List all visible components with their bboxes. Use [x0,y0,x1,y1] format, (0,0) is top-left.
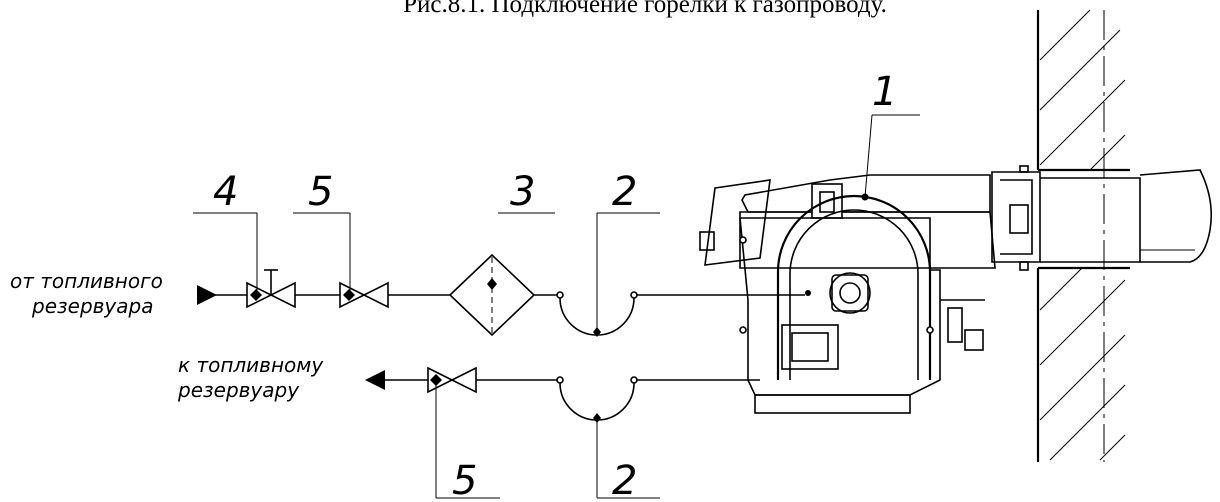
supply-line [197,253,805,337]
return-line [365,366,760,423]
filter-3 [448,253,536,337]
label-to-tank-line2: резервуару [177,378,300,402]
valve-5-supply [339,281,389,309]
figure-caption: Рис.8.1. Подключение горелки к газопрово… [403,0,887,18]
valve-5-return [427,366,477,394]
callout-leaders [193,212,660,499]
callout-4: 4 [213,169,238,215]
callout-5-return: 5 [452,458,477,502]
burner [699,114,1213,414]
callout-2-return: 2 [612,458,637,502]
valve-4 [246,269,296,309]
pump-body [829,272,871,314]
callout-5-supply: 5 [308,169,333,215]
callout-2-supply: 2 [612,169,637,215]
supply-arrow-icon [197,285,217,305]
callout-1: 1 [872,69,897,115]
callout-3: 3 [510,169,535,215]
label-from-tank-line1: от топливного [10,269,163,293]
label-from-tank-line2: резервуара [31,294,153,318]
wall [1036,9,1130,462]
label-to-tank-line1: к топливному [178,353,324,377]
return-arrow-icon [365,370,385,390]
hose-2-return [556,376,638,423]
